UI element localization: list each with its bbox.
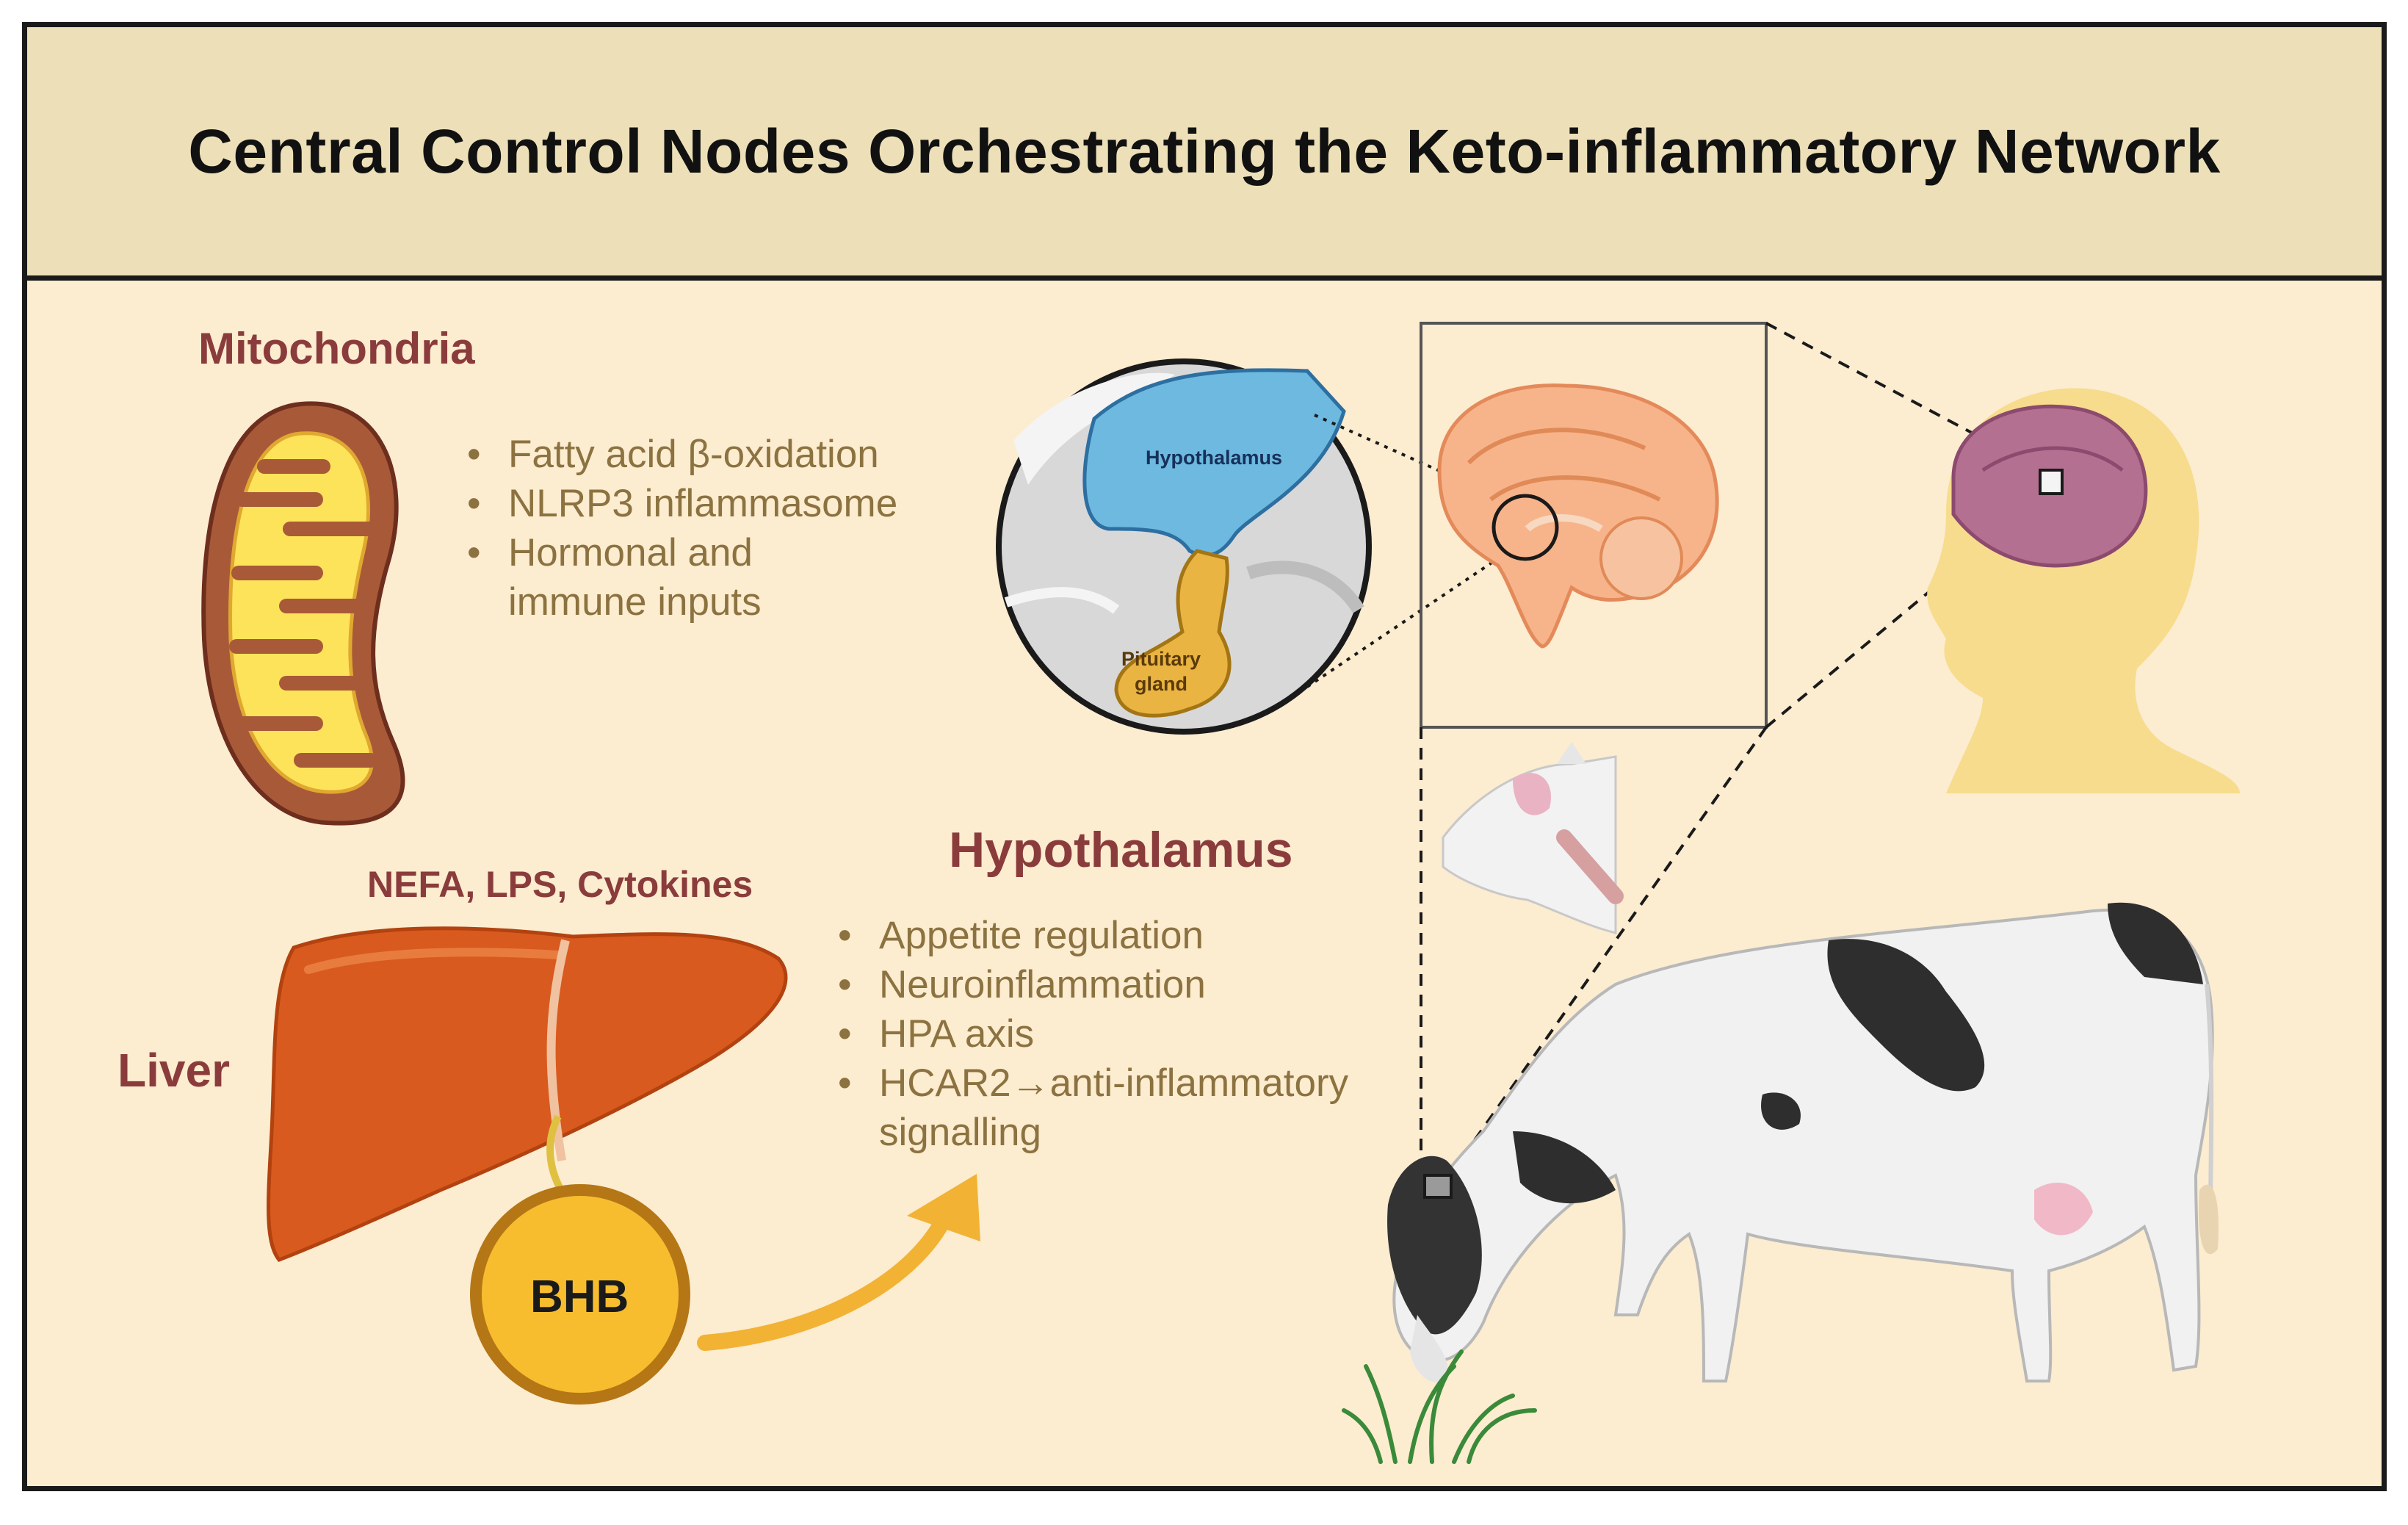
inset-hypothalamus-label: Hypothalamus xyxy=(1146,447,1283,469)
liver-label: Liver xyxy=(117,1044,230,1097)
title-banner: Central Control Nodes Orchestrating the … xyxy=(27,27,2382,281)
curved-arrow-icon xyxy=(697,1174,980,1351)
list-item: Neuroinflammation xyxy=(838,960,1452,1009)
list-item: Hormonal and immune inputs xyxy=(467,528,817,627)
hypothalamus-bullet-list: Appetite regulation Neuroinflammation HP… xyxy=(834,911,1452,1157)
grass-icon xyxy=(1342,1349,1537,1464)
mitochondria-bullet-list: Fatty acid β-oxidation NLRP3 inflammasom… xyxy=(463,430,1022,627)
mitochondria-icon xyxy=(201,401,405,826)
liver-inputs-label: NEFA, LPS, Cytokines xyxy=(367,864,753,905)
list-item: NLRP3 inflammasome xyxy=(467,479,1022,528)
list-item: HCAR2→anti-inflammatory signalling xyxy=(838,1059,1408,1157)
list-item: Appetite regulation xyxy=(838,911,1452,960)
grazing-cow-icon xyxy=(1387,902,2219,1383)
page-title: Central Control Nodes Orchestrating the … xyxy=(188,116,2221,186)
bhb-label: BHB xyxy=(530,1272,629,1322)
bhb-molecule-icon xyxy=(470,1184,690,1405)
liver-icon xyxy=(267,926,788,1262)
mitochondria-label: Mitochondria xyxy=(198,324,475,373)
inset-pituitary-label: Pituitary gland xyxy=(1121,648,1201,695)
brain-sagittal-icon xyxy=(1437,383,1719,649)
brain-inset-box xyxy=(1420,322,1768,729)
human-head-icon xyxy=(1927,388,2240,793)
list-item: HPA axis xyxy=(838,1009,1452,1059)
list-item: Fatty acid β-oxidation xyxy=(467,430,1022,479)
cow-head-icon xyxy=(1442,742,1624,934)
hypothalamus-label: Hypothalamus xyxy=(949,822,1293,878)
hypothalamus-zoom-icon xyxy=(996,358,1372,735)
